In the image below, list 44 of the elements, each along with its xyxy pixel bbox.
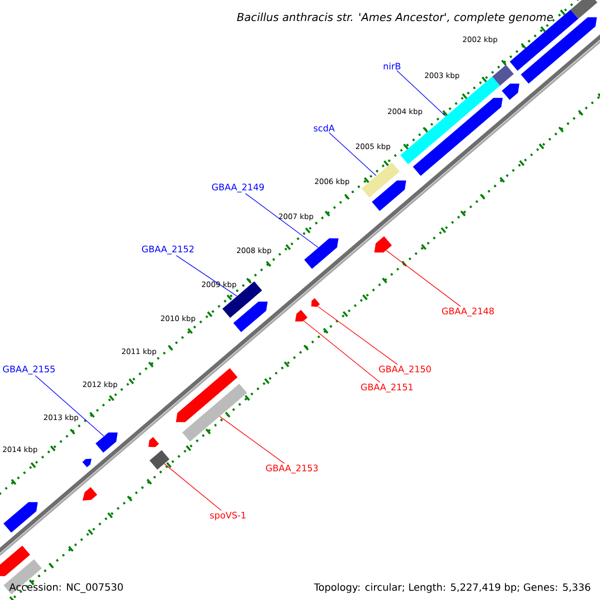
gene-label: nirB: [384, 62, 400, 70]
leader-line: [328, 132, 376, 176]
gene-bar: [304, 238, 338, 269]
gene-bar: [148, 437, 159, 448]
gene-bar: [502, 84, 520, 100]
genome-info-text: Topology: circular; Length: 5,227,419 bp; Genes: 5,336: [314, 583, 590, 593]
gene-bar: [233, 302, 268, 332]
gene-bar: [510, 10, 578, 71]
gene-bar: [374, 236, 392, 252]
gene-bar: [362, 162, 400, 198]
gene-bar: [570, 0, 598, 19]
leader-line: [317, 306, 398, 365]
leader-line: [386, 250, 461, 307]
leader-line: [396, 70, 446, 116]
gene-bar: [311, 298, 320, 307]
gene-bar: [82, 458, 92, 468]
accession-text: Accession: NC_007530: [9, 583, 123, 593]
leader-line: [245, 193, 319, 248]
leader-line: [164, 463, 222, 511]
gene-label: GBAA_2151: [361, 384, 413, 392]
gene-bar: [295, 310, 308, 322]
leader-line: [34, 375, 104, 436]
gene-label: GBAA_2153: [266, 464, 318, 474]
gene-bar: [82, 487, 98, 501]
gene-label: GBAA_2152: [142, 246, 194, 254]
gene-bar: [222, 281, 262, 318]
gene-bar: [96, 432, 118, 453]
gene-bar: [150, 450, 170, 470]
gene-label: GBAA_2150: [379, 366, 431, 374]
leader-line: [303, 320, 380, 383]
title: Bacillus anthracis str. 'Ames Ancestor', complete genome: [237, 12, 553, 24]
gene-bar: [182, 384, 247, 442]
gene-bar: [0, 546, 30, 576]
gene-bar: [492, 64, 514, 86]
leader-line: [219, 416, 285, 464]
gene-label: GBAA_2155: [3, 366, 55, 374]
gene-label: GBAA_2148: [442, 308, 494, 316]
gene-bar: [3, 502, 38, 533]
gene-label: spoVS-1: [210, 512, 246, 520]
gene-label: GBAA_2149: [212, 184, 264, 192]
leader-line: [176, 255, 238, 296]
gene-label: scdA: [314, 124, 335, 132]
gene-bar: [372, 180, 406, 212]
gene-bar: [176, 368, 238, 422]
